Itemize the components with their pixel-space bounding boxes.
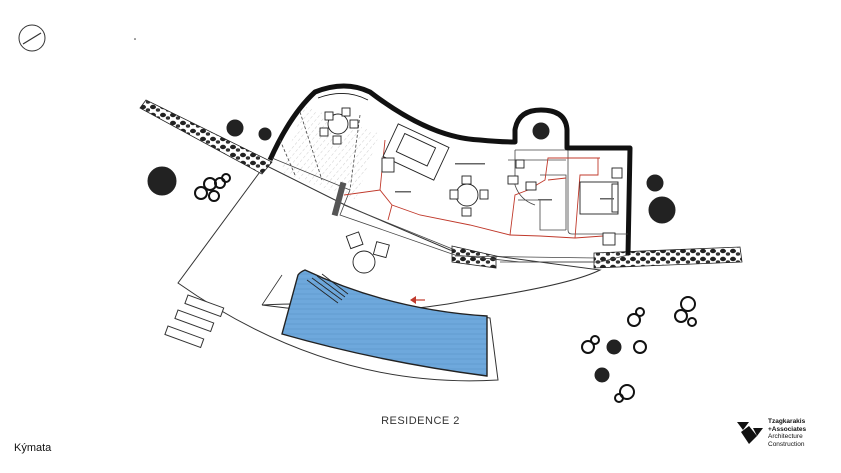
entrance-arrow-icon bbox=[410, 296, 425, 304]
shrub-icon bbox=[194, 173, 697, 403]
firm-name-line1: Tzagkarakis bbox=[768, 418, 806, 425]
entrance-column bbox=[331, 181, 347, 217]
drawing-caption: RESIDENCE 2 bbox=[381, 415, 460, 427]
firm-service-line1: Architecture bbox=[768, 433, 803, 440]
firm-logo: Tzagkarakis +Associates Architecture Con… bbox=[735, 418, 835, 458]
furniture bbox=[319, 107, 623, 274]
north-arrow-icon bbox=[18, 24, 46, 52]
logo-mark-icon bbox=[737, 422, 763, 444]
interior-lines bbox=[271, 106, 629, 263]
stone-wall-west bbox=[139, 99, 273, 175]
firm-service-line2: Construction bbox=[768, 440, 805, 448]
pool-steps bbox=[306, 273, 349, 304]
circulation-path bbox=[343, 139, 604, 239]
swimming-pool bbox=[281, 269, 488, 377]
tree-icon bbox=[147, 119, 676, 383]
firm-name-line2: +Associates bbox=[768, 425, 807, 433]
place-name: Kýmata bbox=[14, 442, 52, 454]
stepping-slabs bbox=[164, 294, 225, 349]
building-wall bbox=[267, 83, 633, 256]
stone-wall-east bbox=[593, 246, 743, 269]
